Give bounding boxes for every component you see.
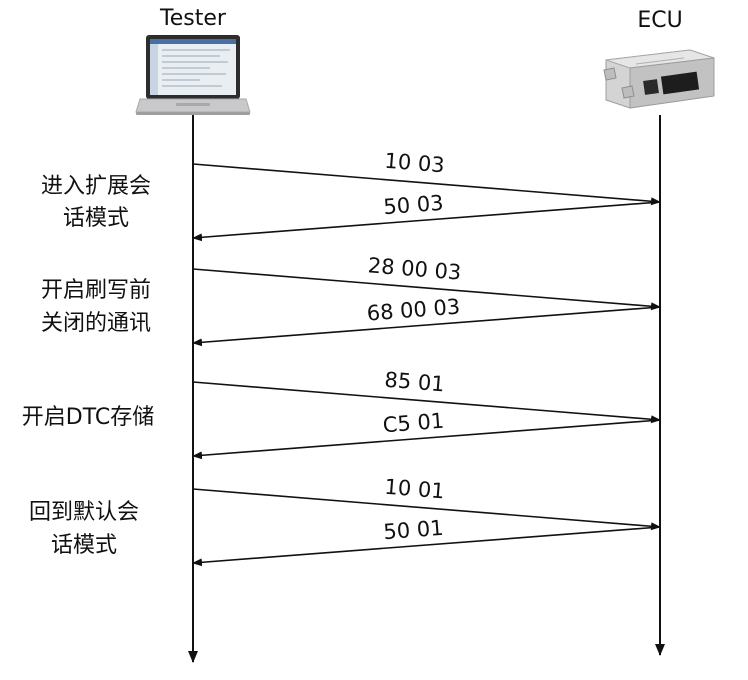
step-label-line: 开启刷写前	[41, 278, 151, 303]
step-label-line: 开启DTC存储	[22, 405, 154, 430]
step-label-line: 话模式	[63, 206, 129, 231]
tester-label: Tester	[159, 6, 227, 31]
step-group: 进入扩展会 话模式 10 03 50 03	[41, 149, 661, 242]
step-label-line: 回到默认会	[29, 500, 139, 525]
request-arrow	[192, 488, 661, 531]
response-arrow	[192, 419, 661, 460]
request-label: 28 00 03	[367, 253, 462, 284]
request-arrow	[192, 163, 661, 206]
response-arrow	[192, 526, 661, 567]
response-label: 50 03	[383, 191, 445, 220]
response-arrow	[192, 306, 661, 347]
step-group: 回到默认会 话模式 10 01 50 01	[29, 475, 661, 567]
ecu-label: ECU	[637, 8, 682, 33]
request-label: 10 03	[384, 149, 446, 178]
ecu-module-icon	[603, 49, 715, 109]
step-label-line: 进入扩展会	[41, 174, 151, 199]
step-group: 开启DTC存储 85 01 C5 01	[22, 368, 661, 460]
response-arrow	[192, 201, 661, 242]
request-label: 10 01	[384, 475, 446, 504]
step-group: 开启刷写前 关闭的通讯 28 00 03 68 00 03	[41, 253, 661, 347]
laptop-icon	[135, 35, 251, 115]
step-label-line: 话模式	[51, 533, 117, 558]
request-arrow	[192, 381, 661, 424]
step-label-line: 关闭的通讯	[41, 311, 151, 336]
response-label: 50 01	[383, 516, 445, 545]
response-label: C5 01	[382, 409, 445, 438]
request-label: 85 01	[384, 368, 446, 397]
response-label: 68 00 03	[366, 294, 461, 325]
request-arrow	[192, 268, 661, 311]
